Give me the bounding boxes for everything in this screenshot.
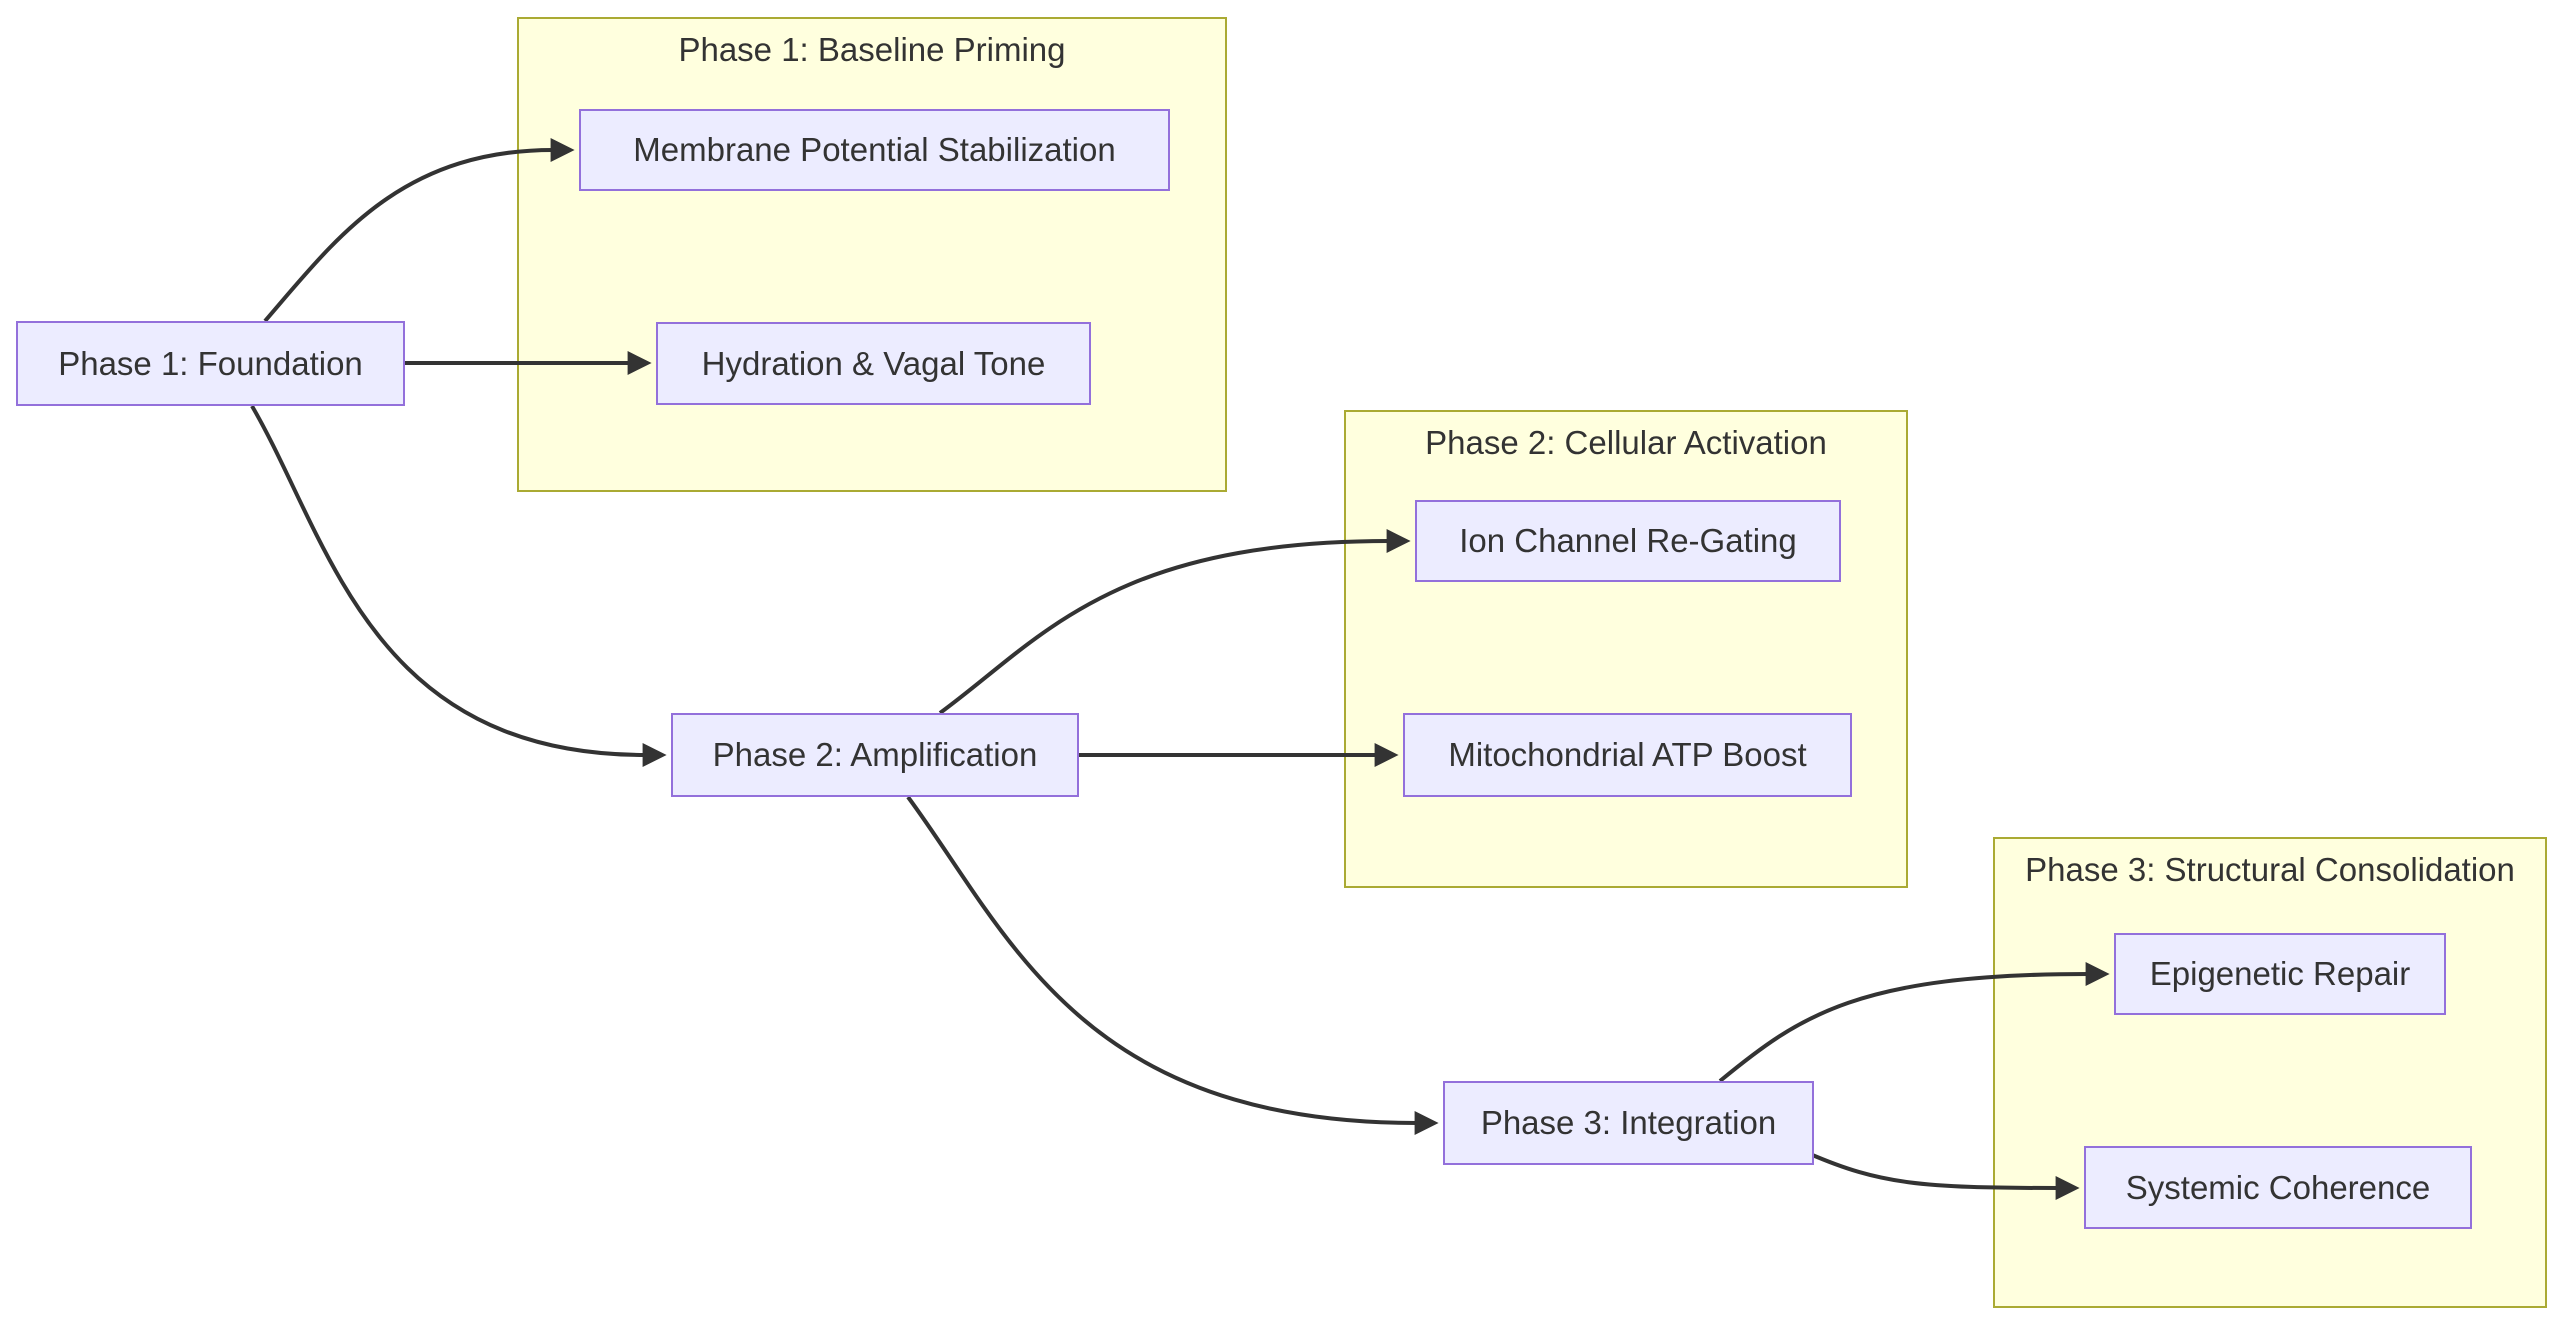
node-mitochondrial-atp-boost: Mitochondrial ATP Boost (1403, 713, 1852, 797)
node-ion-channel-re-gating: Ion Channel Re-Gating (1415, 500, 1841, 582)
node-label: Hydration & Vagal Tone (701, 344, 1046, 382)
node-label: Systemic Coherence (2125, 1168, 2431, 1206)
edge-integration-to-epigenetic (1718, 962, 2110, 1083)
node-label: Mitochondrial ATP Boost (1448, 736, 1807, 774)
node-label: Membrane Potential Stabilization (633, 131, 1116, 169)
edge-amplification-to-integration (906, 795, 1439, 1135)
subgraph-phase1-baseline-priming: Phase 1: Baseline Priming (517, 17, 1227, 492)
node-label: Phase 3: Integration (1480, 1104, 1777, 1142)
node-label: Phase 2: Amplification (712, 736, 1038, 774)
subgraph-phase3-structural-consolidation: Phase 3: Structural Consolidation (1993, 837, 2547, 1308)
node-membrane-potential-stabilization: Membrane Potential Stabilization (579, 109, 1170, 191)
edge-integration-to-systemic (1809, 1152, 2080, 1200)
node-phase1-foundation: Phase 1: Foundation (16, 321, 405, 406)
node-phase2-amplification: Phase 2: Amplification (671, 713, 1079, 797)
edge-foundation-to-amplification (250, 404, 667, 767)
edge-amplification-to-ion-channel (938, 529, 1411, 715)
node-hydration-vagal-tone: Hydration & Vagal Tone (656, 322, 1091, 405)
subgraph-phase2-title: Phase 2: Cellular Activation (1425, 424, 1827, 461)
node-phase3-integration: Phase 3: Integration (1443, 1081, 1814, 1165)
node-label: Phase 1: Foundation (58, 344, 363, 382)
edge-foundation-to-membrane (263, 138, 575, 323)
subgraph-phase2-cellular-activation: Phase 2: Cellular Activation (1344, 410, 1908, 888)
subgraph-phase3-title: Phase 3: Structural Consolidation (2025, 851, 2515, 888)
subgraph-phase1-title: Phase 1: Baseline Priming (678, 31, 1066, 68)
node-systemic-coherence: Systemic Coherence (2084, 1146, 2472, 1229)
node-epigenetic-repair: Epigenetic Repair (2114, 933, 2446, 1015)
node-label: Ion Channel Re-Gating (1459, 522, 1797, 560)
node-label: Epigenetic Repair (2149, 955, 2411, 993)
